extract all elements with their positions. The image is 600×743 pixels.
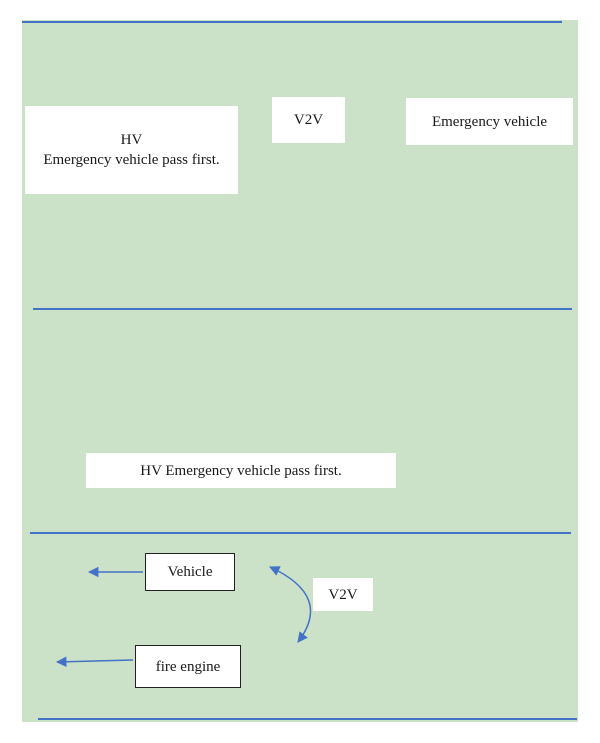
hv-box: HV Emergency vehicle pass first. [25,106,238,194]
hv-message: Emergency vehicle pass first. [43,152,220,168]
emergency-vehicle-box: Emergency vehicle [406,98,573,145]
v2v-communication-arrow [269,566,312,643]
fire-engine-box: fire engine [135,645,241,688]
lane-line-bottom [38,718,577,720]
fire-engine-direction-arrow [55,656,134,667]
v2v-label-bottom: V2V [313,578,373,611]
lane-line-middle [33,308,572,310]
hv-banner: HV Emergency vehicle pass first. [86,453,396,488]
hv-title: HV [120,132,143,148]
v2v-label-top: V2V [272,97,345,143]
vehicle-box: Vehicle [145,553,235,591]
lane-line-lower [30,532,571,534]
lane-line-top [22,21,562,23]
